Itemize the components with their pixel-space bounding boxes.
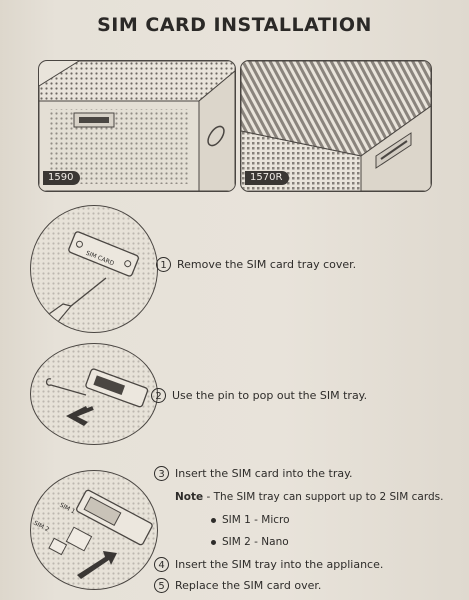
note: Note - The SIM tray can support up to 2 … [175,491,443,503]
step-2-number: 2 [151,388,166,403]
step-1-number: 1 [156,257,171,272]
step-5: 5 Replace the SIM card over. [154,578,321,593]
step-1-text: Remove the SIM card tray cover. [177,258,357,271]
model-badge-1590: 1590 [43,171,81,185]
note-text: - The SIM tray can support up to 2 SIM c… [203,491,444,503]
note-label: Note [175,491,204,503]
sim-type-1-text: SIM 1 - Micro [222,514,290,526]
step-1: 1 Remove the SIM card tray cover. [156,257,356,272]
step-3-text: Insert the SIM card into the tray. [175,467,353,480]
step1-illustration: SIM CARD [30,205,158,333]
sim-type-2: SIM 2 - Nano [211,536,289,548]
step-4-number: 4 [154,557,169,572]
page-title: SIM CARD INSTALLATION [97,14,372,36]
sim-type-1: SIM 1 - Micro [211,514,290,526]
step3-illustration: SIM 1 SIM 2 [30,470,158,590]
step-2-text: Use the pin to pop out the SIM tray. [172,389,368,402]
device-panel-1570r: 1570R [240,60,432,192]
step-5-number: 5 [154,578,169,593]
step-3: 3 Insert the SIM card into the tray. [154,466,353,481]
step-5-text: Replace the SIM card over. [175,579,322,592]
step-2: 2 Use the pin to pop out the SIM tray. [151,388,367,403]
bullet-icon [211,517,216,523]
device-panel-1590: 1590 [38,60,236,192]
step2-illustration [30,343,158,445]
model-badge-1570r: 1570R [245,171,290,185]
step-4: 4 Insert the SIM tray into the appliance. [154,557,383,572]
sim-type-2-text: SIM 2 - Nano [222,536,289,548]
bullet-icon [211,539,216,545]
step-3-number: 3 [154,466,169,481]
step-4-text: Insert the SIM tray into the appliance. [175,558,384,571]
